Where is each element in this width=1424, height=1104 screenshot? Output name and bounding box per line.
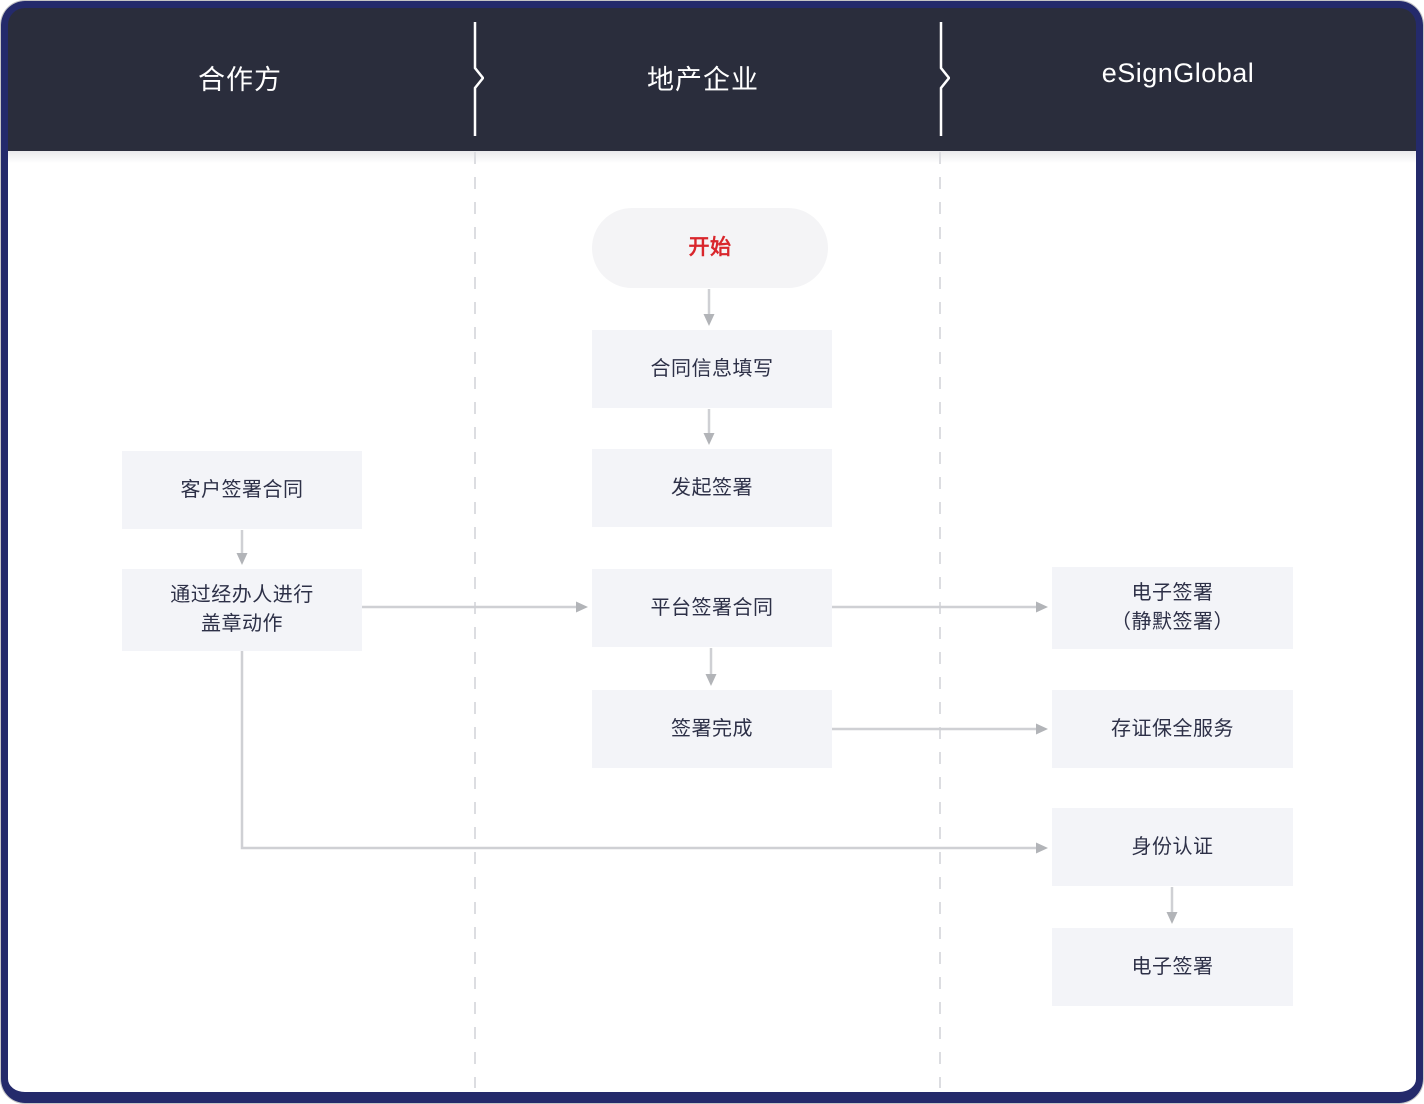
flow-node-esign-final: 电子签署 bbox=[1052, 928, 1293, 1006]
flow-node-identity-auth: 身份认证 bbox=[1052, 808, 1293, 886]
flow-node-initiate-sign: 发起签署 bbox=[592, 449, 832, 527]
flow-node-label: 签署完成 bbox=[671, 717, 753, 740]
flow-node-label: 客户签署合同 bbox=[180, 478, 304, 501]
connector-stamp-to-identity-auth bbox=[240, 651, 1048, 854]
flow-node-sign-complete: 签署完成 bbox=[592, 690, 832, 768]
flow-node-start: 开始 bbox=[592, 208, 828, 288]
flow-node-label: 存证保全服务 bbox=[1111, 717, 1234, 740]
lane-title-esignglobal: eSignGlobal bbox=[1101, 58, 1255, 88]
lane-divider bbox=[474, 152, 476, 1088]
flow-node-label: 发起签署 bbox=[671, 476, 753, 499]
lane-separator-chevron-icon bbox=[939, 22, 950, 136]
flow-node-label-line1: 通过经办人进行 bbox=[170, 584, 314, 606]
flow-node-label: 身份认证 bbox=[1131, 835, 1214, 858]
flow-node-label: 电子签署 bbox=[1131, 955, 1214, 978]
flow-node-label-line2: 盖章动作 bbox=[201, 613, 283, 635]
lane-divider bbox=[939, 152, 941, 1088]
flow-node-platform-sign: 平台签署合同 bbox=[592, 569, 832, 647]
flow-node-label-line2: （静默签署） bbox=[1111, 611, 1234, 633]
flow-node-label-line1: 电子签署 bbox=[1131, 582, 1214, 604]
lane-header-band bbox=[6, 6, 1418, 151]
flow-node-label: 平台签署合同 bbox=[650, 596, 774, 619]
header-shadow bbox=[6, 151, 1418, 163]
flow-node-stamp-via-agent: 通过经办人进行 盖章动作 bbox=[122, 569, 362, 651]
lane-title-partner: 合作方 bbox=[198, 65, 282, 95]
flow-node-label: 开始 bbox=[688, 235, 732, 259]
flow-node-evidence-service: 存证保全服务 bbox=[1052, 690, 1293, 768]
flow-node-customer-sign: 客户签署合同 bbox=[122, 451, 362, 529]
flow-node-esign-silent: 电子签署 （静默签署） bbox=[1052, 567, 1293, 649]
flow-node-label: 合同信息填写 bbox=[650, 357, 774, 380]
flow-node-fill-contract: 合同信息填写 bbox=[592, 330, 832, 408]
lane-title-real-estate: 地产企业 bbox=[647, 65, 759, 95]
lane-separator-chevron-icon bbox=[473, 22, 484, 136]
